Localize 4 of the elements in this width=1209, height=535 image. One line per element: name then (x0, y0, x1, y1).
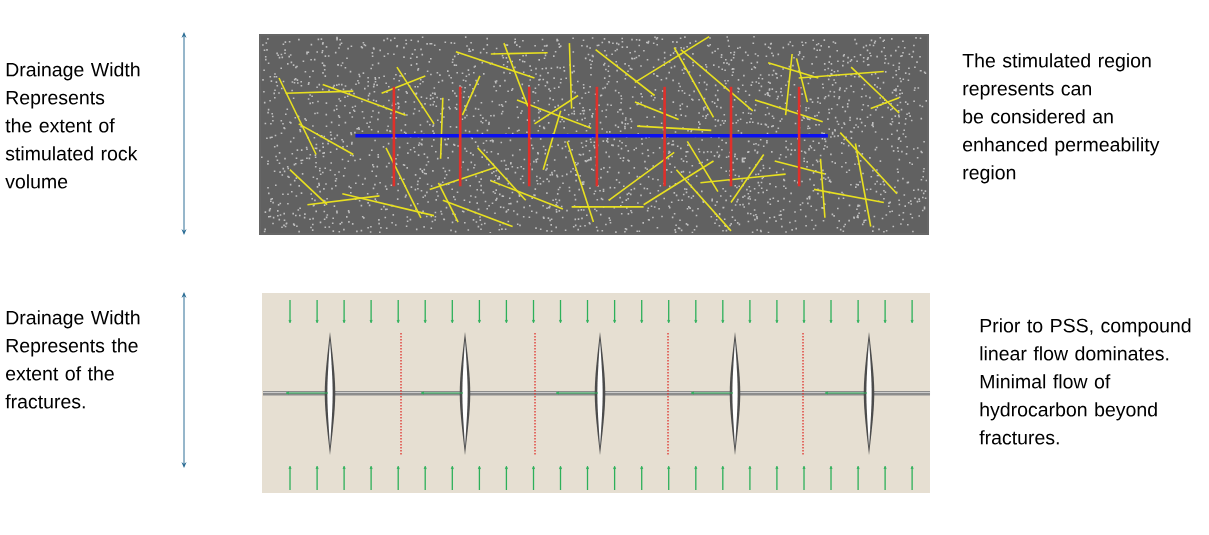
note-text: The stimulated region represents can be considered an enhanced permeability region (962, 53, 1160, 184)
note-text: Drainage Width Represents the extent of the fractures. (5, 310, 140, 409)
note-text: Drainage Width Represents the extent of stimulated rock volume (5, 62, 140, 189)
note-text: Prior to PSS, compound linear flow dominates. Minimal flow of hydrocarbon beyond fractures. (979, 318, 1191, 445)
